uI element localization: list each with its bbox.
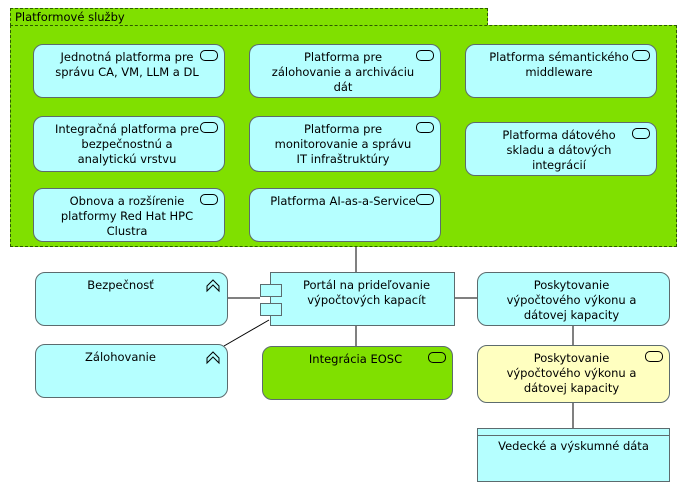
component-port-icon (260, 303, 282, 316)
service-label: Integračná platforma pre bezpečnostnú a … (54, 122, 200, 166)
capability-backup[interactable]: Zálohovanie (35, 344, 228, 398)
capability-icon (206, 351, 220, 365)
service-label: Platforma pre monitorovanie a správu IT … (274, 122, 412, 166)
service-icon (200, 122, 218, 133)
service-label: Platforma sémantického middleware (489, 50, 629, 79)
service-monitoring-platform[interactable]: Platforma pre monitorovanie a správu IT … (249, 116, 441, 172)
service-data-warehouse[interactable]: Platforma dátového skladu a dátových int… (465, 122, 657, 176)
group-title: Platformové služby (15, 10, 125, 24)
service-provisioning[interactable]: Poskytovanie výpočtového výkonu a dátove… (477, 272, 670, 326)
service-provisioning-business[interactable]: Poskytovanie výpočtového výkonu a dátove… (477, 345, 670, 403)
data-object-label: Vedecké a výskumné dáta (498, 439, 649, 453)
service-icon (632, 128, 650, 139)
service-hpc-cluster[interactable]: Obnova a rozšírenie platformy Red Hat HP… (33, 188, 225, 242)
service-label: Obnova a rozšírenie platformy Red Hat HP… (60, 194, 194, 238)
service-ai-as-a-service[interactable]: Platforma AI-as-a-Service (249, 188, 441, 242)
service-eosc-integration[interactable]: Integrácia EOSC (262, 346, 453, 400)
service-unified-platform[interactable]: Jednotná platforma pre správu CA, VM, LL… (33, 44, 225, 98)
portal-component[interactable]: Portál na prideľovanie výpočtových kapac… (260, 272, 455, 326)
eosc-label: Integrácia EOSC (308, 352, 403, 366)
portal-label: Portál na prideľovanie výpočtových kapac… (302, 278, 431, 307)
service-icon (645, 351, 663, 362)
service-label: Platforma AI-as-a-Service (270, 194, 416, 208)
service-icon (416, 50, 434, 61)
component-port-icon (260, 284, 282, 297)
capability-security[interactable]: Bezpečnosť (35, 272, 228, 326)
capability-icon (206, 279, 220, 293)
capability-label: Zálohovanie (85, 350, 156, 364)
service-label: Jednotná platforma pre správu CA, VM, LL… (55, 50, 199, 79)
service-semantic-middleware[interactable]: Platforma sémantického middleware (465, 44, 657, 98)
service-backup-archive-platform[interactable]: Platforma pre zálohovanie a archiváciu d… (249, 44, 441, 98)
capability-label: Bezpečnosť (87, 278, 154, 292)
service-label: Platforma dátového skladu a dátových int… (502, 128, 616, 172)
group-title-tab: Platformové služby (10, 8, 488, 26)
data-object-research-data[interactable]: Vedecké a výskumné dáta (477, 428, 670, 482)
service-icon (416, 122, 434, 133)
portal-to-backup-line (223, 319, 270, 347)
service-label: Platforma pre zálohovanie a archiváciu d… (271, 50, 415, 94)
service-integration-platform[interactable]: Integračná platforma pre bezpečnostnú a … (33, 116, 225, 172)
service-icon (416, 194, 434, 205)
service-icon (428, 352, 446, 363)
provisioning-label: Poskytovanie výpočtového výkonu a dátove… (506, 351, 637, 395)
data-object-header-line (478, 435, 669, 436)
service-icon (200, 50, 218, 61)
provisioning-label: Poskytovanie výpočtového výkonu a dátove… (506, 278, 637, 322)
service-icon (632, 50, 650, 61)
service-icon (200, 194, 218, 205)
